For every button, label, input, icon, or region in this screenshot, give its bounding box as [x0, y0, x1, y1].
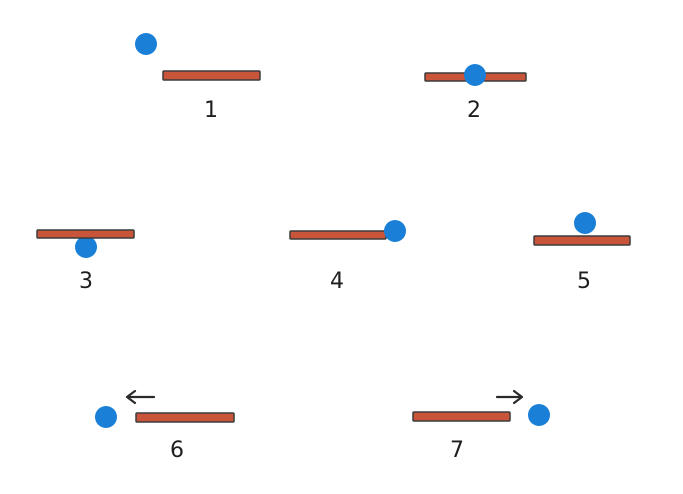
panel-2-ball — [464, 64, 486, 86]
panel-6: 6 — [95, 389, 235, 463]
panel-3-bar — [36, 229, 135, 239]
panel-7: 7 — [412, 389, 550, 463]
panel-2: 2 — [424, 64, 527, 123]
panel-7-ball — [528, 404, 550, 426]
panel-6-bar — [135, 412, 235, 423]
panel-3-ball — [75, 236, 97, 258]
panel-7-bar — [412, 411, 511, 422]
panel-5: 5 — [533, 212, 631, 294]
panel-6-ball — [95, 406, 117, 428]
panel-6-label: 6 — [170, 438, 184, 463]
panel-2-label: 2 — [467, 98, 481, 123]
panel-4: 4 — [289, 220, 406, 294]
panel-1-label: 1 — [204, 98, 218, 123]
panel-1: 1 — [135, 33, 261, 123]
panel-1-ball — [135, 33, 157, 55]
panel-3: 3 — [36, 229, 135, 294]
panel-5-label: 5 — [577, 269, 591, 294]
panel-4-bar — [289, 230, 387, 240]
panel-5-ball — [574, 212, 596, 234]
panel-3-label: 3 — [79, 269, 93, 294]
panel-5-bar — [533, 235, 631, 246]
panel-7-label: 7 — [450, 438, 464, 463]
panel-1-bar — [162, 70, 261, 81]
right-arrow-icon — [495, 389, 524, 405]
left-arrow-icon — [125, 389, 156, 405]
panel-4-ball — [384, 220, 406, 242]
panel-4-label: 4 — [330, 269, 344, 294]
